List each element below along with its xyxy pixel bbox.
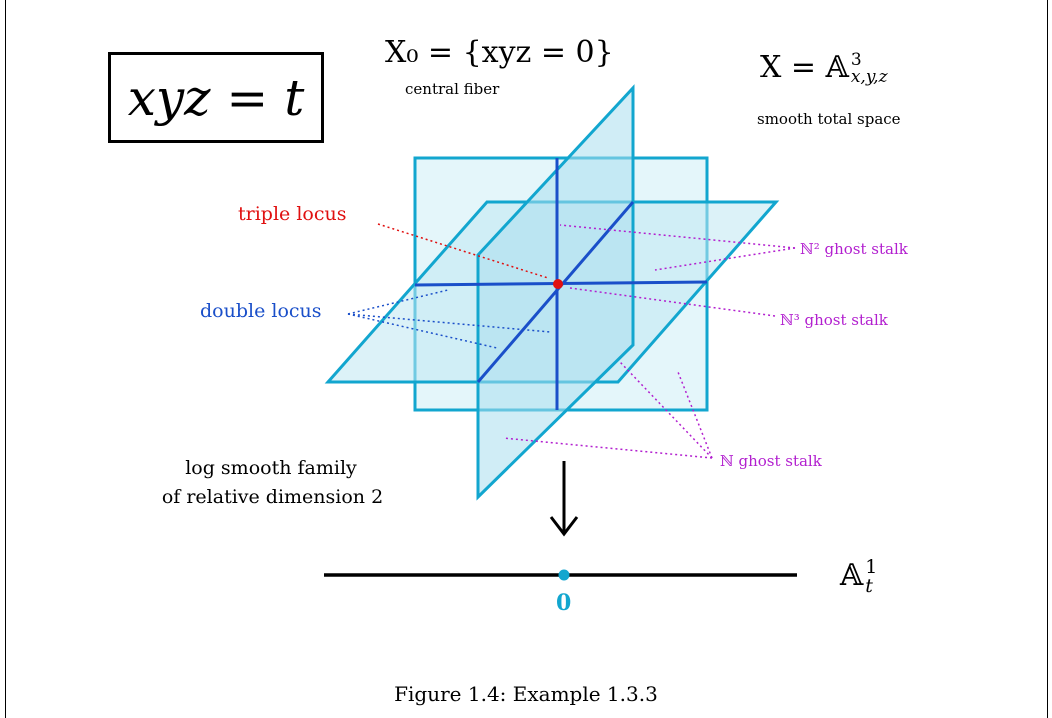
total-space-superscript: 3	[850, 50, 862, 70]
frame-right-border	[1047, 0, 1048, 718]
n3-ghost-stalk-label: ℕ³ ghost stalk	[780, 311, 888, 329]
figure-caption: Figure 1.4: Example 1.3.3	[394, 682, 658, 706]
family-description-line2: of relative dimension 2	[161, 486, 384, 508]
origin-point	[558, 569, 570, 581]
n2-ghost-stalk-label: ℕ² ghost stalk	[800, 240, 908, 258]
frame-left-border	[5, 0, 6, 718]
family-description-line1: log smooth family	[185, 457, 357, 479]
ghost-stalk-pointers	[502, 224, 796, 459]
central-fiber-caption: central fiber	[405, 80, 500, 98]
triple-locus-label: triple locus	[238, 203, 347, 225]
double-locus-label: double locus	[200, 300, 322, 322]
base-symbol: 𝔸	[840, 558, 864, 593]
base-subscript: t	[865, 575, 873, 597]
base-superscript: 1	[865, 556, 878, 578]
n-ghost-stalk-label: ℕ ghost stalk	[720, 452, 822, 470]
double-locus-line-diagonal	[476, 201, 635, 383]
projection-arrow-head	[549, 516, 579, 537]
triple-locus-point	[553, 279, 563, 289]
total-space-subscript: x,y,z	[850, 67, 888, 87]
double-locus-pointers	[347, 289, 551, 349]
total-space-caption: smooth total space	[757, 110, 901, 128]
origin-label: 0	[556, 590, 572, 616]
equation-box: xyz = t	[108, 52, 324, 143]
central-fiber-equation: X₀ = {xyz = 0}	[385, 35, 614, 70]
total-space-prefix: X = 𝔸	[760, 50, 849, 85]
